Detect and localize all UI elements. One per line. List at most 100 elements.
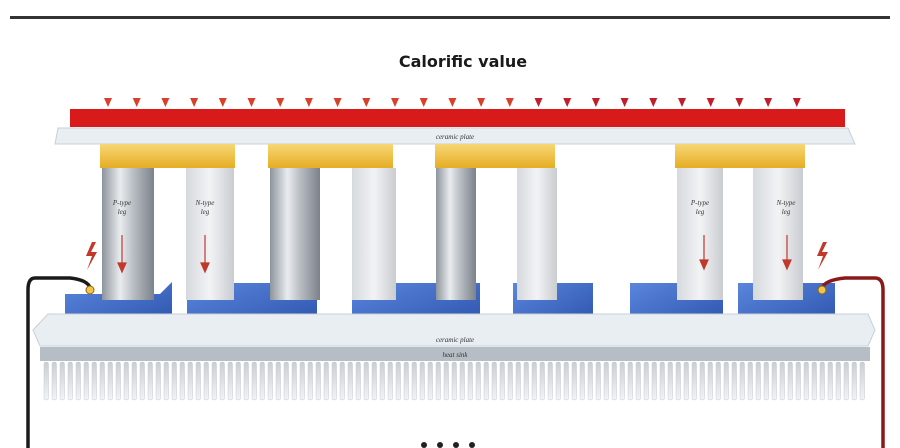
heat-source-bar bbox=[70, 109, 845, 127]
heat-sink-fin bbox=[315, 361, 321, 401]
heat-sink-fin bbox=[275, 361, 281, 401]
heat-sink-fin bbox=[819, 361, 825, 401]
heat-sink-fin bbox=[395, 361, 401, 401]
heat-sink-fin bbox=[291, 361, 297, 401]
heat-arrow-icon bbox=[678, 35, 686, 107]
heat-sink-fin bbox=[171, 361, 177, 401]
heat-sink-fin bbox=[459, 361, 465, 401]
heat-sink-fin bbox=[635, 361, 641, 401]
heat-sink-fin bbox=[475, 361, 481, 401]
heat-arrow-icon bbox=[477, 35, 486, 107]
heat-sink-fin bbox=[747, 361, 753, 401]
heat-sink-fin bbox=[363, 361, 369, 401]
heat-sink-fin bbox=[411, 361, 417, 401]
heat-arrow-icon bbox=[132, 35, 141, 107]
heat-sink-fin bbox=[723, 361, 729, 401]
top-rule bbox=[10, 16, 890, 19]
heat-sink-fin bbox=[667, 361, 673, 401]
heat-sink-fin bbox=[259, 361, 265, 401]
heat-arrow-icon bbox=[247, 35, 256, 107]
heat-sink-fin bbox=[851, 361, 857, 401]
diagram-title: Calorific value bbox=[399, 52, 527, 71]
heat-sink-base bbox=[40, 347, 870, 361]
heat-sink-fin bbox=[451, 361, 457, 401]
heat-sink-fin bbox=[51, 361, 57, 401]
heat-sink-fin bbox=[483, 361, 489, 401]
right-wire bbox=[820, 276, 885, 448]
heat-sink-fin bbox=[531, 361, 537, 401]
heat-arrow-icon bbox=[505, 35, 514, 107]
leg-label-line2: leg bbox=[201, 208, 210, 216]
heat-arrow-icon bbox=[792, 35, 801, 107]
heat-sink-fin bbox=[539, 361, 545, 401]
heat-sink-fin bbox=[107, 361, 113, 401]
heat-sink-fin bbox=[91, 361, 97, 401]
heat-arrow-icon bbox=[161, 35, 170, 107]
right-lightning-icon bbox=[817, 242, 828, 270]
top-electrode bbox=[435, 144, 555, 168]
semiconductor-leg bbox=[517, 168, 557, 300]
heat-sink-fin bbox=[131, 361, 137, 401]
top-electrode bbox=[100, 144, 235, 168]
semiconductor-leg bbox=[436, 168, 476, 300]
heat-sink-fin bbox=[467, 361, 473, 401]
current-arrow-icon bbox=[117, 235, 792, 274]
heat-sink-fin bbox=[163, 361, 169, 401]
heat-sink-fin bbox=[323, 361, 329, 401]
heat-sink-fin bbox=[203, 361, 209, 401]
heat-sink-fin bbox=[739, 361, 745, 401]
bottom-plate-label: ceramic plate bbox=[436, 336, 474, 344]
heat-arrow-icon bbox=[534, 35, 543, 107]
heat-sink-fin bbox=[499, 361, 505, 401]
heat-sink-fin bbox=[379, 361, 385, 401]
semiconductor-leg bbox=[270, 168, 320, 300]
heat-sink-fin bbox=[771, 361, 777, 401]
heat-sink-fin bbox=[155, 361, 161, 401]
semiconductor-leg bbox=[352, 168, 396, 300]
heat-sink-fin bbox=[211, 361, 217, 401]
top-plate-label: ceramic plate bbox=[436, 133, 474, 141]
heat-sink-fin bbox=[659, 361, 665, 401]
bottom-ceramic-plate bbox=[32, 313, 876, 347]
heat-sink-fin bbox=[683, 361, 689, 401]
heat-sink-fin bbox=[715, 361, 721, 401]
heat-arrow-icon bbox=[448, 35, 457, 107]
heat-sink-fin bbox=[515, 361, 521, 401]
heat-flow-arrows bbox=[104, 35, 801, 107]
heat-sink-fin bbox=[403, 361, 409, 401]
heat-sink-fin bbox=[619, 361, 625, 401]
heat-sink-fin bbox=[83, 361, 89, 401]
heat-sink-fin bbox=[99, 361, 105, 401]
heat-sink-fin bbox=[427, 361, 433, 401]
heat-arrow-icon bbox=[735, 35, 744, 107]
heat-sink-fin bbox=[195, 361, 201, 401]
heat-sink-fin bbox=[251, 361, 257, 401]
heat-sink-fin bbox=[843, 361, 849, 401]
heat-arrow-icon bbox=[304, 35, 313, 107]
leg-label-line1: N-type bbox=[195, 199, 215, 207]
heat-arrow-icon bbox=[764, 35, 773, 107]
heat-sink-fin bbox=[859, 361, 865, 401]
heat-sink-fin bbox=[691, 361, 697, 401]
heat-sink-fin bbox=[443, 361, 449, 401]
heat-sink-fin bbox=[331, 361, 337, 401]
heat-sink-fin bbox=[507, 361, 513, 401]
heat-arrow-icon bbox=[190, 35, 199, 107]
leg-label-line2: leg bbox=[782, 208, 791, 216]
heat-sink-fin bbox=[307, 361, 313, 401]
heat-sink-fin bbox=[827, 361, 833, 401]
heat-sink-fin bbox=[75, 361, 81, 401]
heat-sink-fin bbox=[707, 361, 713, 401]
top-electrode bbox=[675, 144, 805, 168]
heat-sink-fin bbox=[267, 361, 273, 401]
top-electrode bbox=[268, 144, 393, 168]
p-type-leg bbox=[102, 168, 154, 300]
heat-sink-fin bbox=[563, 361, 569, 401]
heat-sink-fin bbox=[419, 361, 425, 401]
heat-sink-fin bbox=[811, 361, 817, 401]
heat-sink-fin bbox=[187, 361, 193, 401]
heat-sink-fin bbox=[227, 361, 233, 401]
heat-arrow-icon bbox=[563, 35, 572, 107]
heat-sink-fin bbox=[59, 361, 65, 401]
heat-sink-fin bbox=[675, 361, 681, 401]
